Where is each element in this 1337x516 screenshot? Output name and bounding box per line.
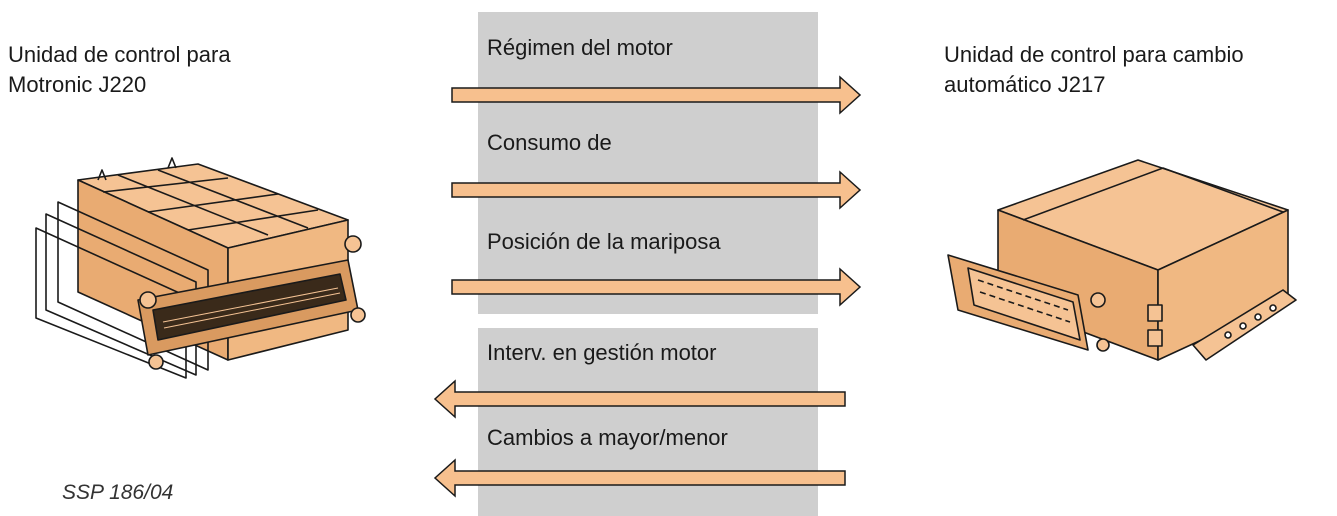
figure-caption: SSP 186/04 [62,481,174,504]
gearbox-control-unit-title-line1: Unidad de control para cambio [944,42,1244,67]
arrow-left-gear-shifts [433,458,846,498]
gearbox-control-unit-title: Unidad de control para cambio automático… [944,40,1244,100]
arrow-right-consumption [451,170,862,210]
signal-label-throttle-position: Posición de la mariposa [487,229,721,254]
signal-label-engine-speed: Régimen del motor [487,35,673,60]
arrow-right-throttle-position [451,267,862,307]
motronic-control-unit-illustration [35,157,366,379]
signal-label-engine-intervention: Interv. en gestión motor [487,340,717,365]
engine-control-unit-title: Unidad de control para Motronic J220 [8,40,231,100]
engine-control-unit-title-line2: Motronic J220 [8,72,147,97]
gearbox-control-unit-illustration [947,159,1297,361]
signal-label-consumption: Consumo de [487,130,612,155]
engine-control-unit-title-line1: Unidad de control para [8,42,231,67]
arrow-left-engine-intervention [433,379,846,419]
gearbox-control-unit-title-line2: automático J217 [944,72,1106,97]
signal-band-upper [478,12,818,314]
signal-label-gear-shifts: Cambios a mayor/menor [487,425,728,450]
arrow-right-engine-speed [451,75,862,115]
